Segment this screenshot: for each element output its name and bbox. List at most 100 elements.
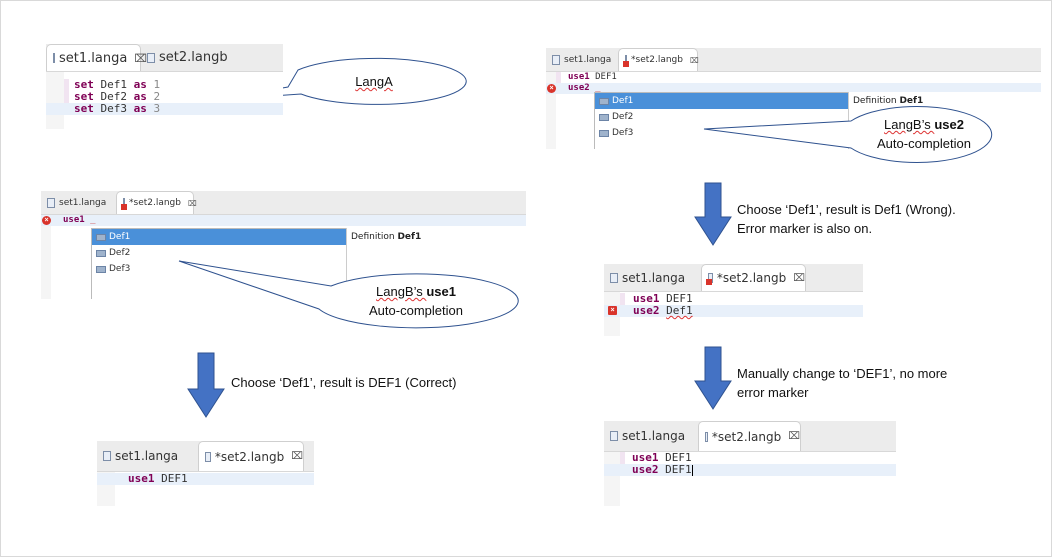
identifier: Def1: [100, 78, 128, 91]
definition-label: Definition: [853, 96, 900, 106]
identifier: Def1: [666, 304, 693, 317]
caption-use1-step: Choose ‘Def1’, result is DEF1 (Correct): [231, 375, 457, 390]
close-tab-icon[interactable]: ⌧: [291, 451, 303, 462]
tab-label: set1.langa: [622, 270, 686, 285]
identifier: DEF1: [665, 451, 692, 464]
keyword: as: [133, 78, 147, 91]
close-tab-icon[interactable]: ⌧: [788, 431, 800, 442]
tab-set2-langb[interactable]: *set2.langb ⌧: [198, 441, 304, 471]
code-line[interactable]: use2 _: [546, 83, 1041, 94]
down-arrow-use2-choose: [694, 182, 732, 246]
keyword: set: [74, 102, 94, 115]
identifier: DEF1: [595, 72, 617, 82]
file-icon: [610, 272, 618, 283]
callout-use1-bold: use1: [426, 284, 456, 299]
definition-icon: [599, 97, 609, 105]
callout-use1-line2: Auto-completion: [369, 303, 463, 318]
file-error-icon: [706, 273, 713, 285]
tab-label: set1.langa: [59, 197, 107, 208]
completion-item-label: Def3: [109, 264, 131, 274]
code-line[interactable]: use1 DEF1: [604, 452, 896, 464]
tab-label: set1.langa: [564, 54, 612, 65]
completion-item[interactable]: Def2: [595, 109, 849, 125]
file-icon: [147, 52, 155, 63]
file-icon: [205, 451, 211, 462]
caption-use2-step: Choose ‘Def1’, result is Def1 (Wrong). E…: [737, 200, 956, 238]
file-icon: [705, 431, 708, 442]
callout-use2-text: LangB’s use2 Auto-completion: [851, 115, 997, 153]
completion-item[interactable]: Def3: [595, 125, 849, 141]
keyword: use2: [633, 304, 660, 317]
tab-set1-langa[interactable]: set1.langa: [604, 421, 698, 451]
error-quickfix-icon[interactable]: ×: [608, 306, 617, 315]
editor-gutter: [41, 215, 51, 299]
tab-set1-langa[interactable]: set1.langa: [97, 441, 198, 471]
tab-label: *set2.langb: [214, 449, 285, 464]
caption-use2-fix-line2: error marker: [737, 385, 809, 400]
definition-icon: [96, 249, 106, 257]
code-line[interactable]: use2 DEF1: [604, 464, 896, 476]
tab-set1-langa[interactable]: set1.langa: [41, 191, 116, 214]
callout-use1-text: LangB’s use1 Auto-completion: [331, 282, 501, 320]
completion-item[interactable]: Def1: [92, 229, 347, 245]
completion-item[interactable]: Def3: [92, 261, 347, 277]
file-icon: [47, 197, 55, 208]
tab-set2-langb[interactable]: *set2.langb⌧: [698, 421, 801, 451]
completion-item-label: Def1: [612, 96, 634, 106]
keyword: as: [133, 90, 147, 103]
keyword: use1: [63, 215, 85, 225]
code-line[interactable]: use1 DEF1: [546, 72, 1041, 83]
callout-use2-prefix: LangB’s: [884, 117, 935, 132]
keyword: as: [133, 102, 147, 115]
completion-item[interactable]: Def2: [92, 245, 347, 261]
identifier: _: [90, 215, 96, 225]
number-literal: 3: [153, 102, 161, 115]
tab-label: set1.langa: [115, 449, 179, 463]
code-line[interactable]: set Def1 as 1: [46, 79, 283, 91]
code-line[interactable]: use2 Def1: [604, 305, 863, 317]
code-line[interactable]: use1 _: [41, 215, 526, 226]
close-tab-icon[interactable]: ⌧: [134, 51, 148, 65]
completion-item-label: Def3: [612, 128, 634, 138]
tab-set2-langb[interactable]: *set2.langb⌧: [116, 191, 197, 214]
tab-set1-langa[interactable]: set1.langa: [546, 48, 618, 71]
identifier: Def3: [100, 102, 128, 115]
keyword: set: [74, 78, 94, 91]
tab-label: set1.langa: [59, 50, 128, 66]
completion-item[interactable]: Def1: [595, 93, 849, 109]
close-tab-icon[interactable]: ⌧: [690, 55, 699, 65]
file-icon: [53, 53, 55, 63]
down-arrow-use1: [187, 352, 225, 418]
editor-gutter: [546, 72, 556, 149]
error-icon[interactable]: ×: [547, 84, 556, 93]
tab-label: *set2.langb: [631, 55, 683, 65]
code-line[interactable]: use1 DEF1: [97, 473, 314, 485]
code-line[interactable]: use1 DEF1: [604, 293, 863, 305]
definition-icon: [599, 113, 609, 121]
close-tab-icon[interactable]: ⌧: [188, 198, 197, 208]
file-error-icon: [623, 55, 629, 67]
definition-value: Def1: [899, 96, 924, 106]
code-line[interactable]: set Def2 as 2: [46, 91, 283, 103]
identifier: DEF1: [666, 292, 693, 305]
error-icon[interactable]: ×: [42, 216, 51, 225]
tab-set2-langb[interactable]: *set2.langb⌧: [701, 264, 806, 291]
tab-set1-langa[interactable]: set1.langa: [604, 264, 701, 291]
code-line[interactable]: set Def3 as 3: [46, 103, 283, 115]
close-tab-icon[interactable]: ⌧: [793, 272, 805, 284]
callout-langa-label: LangA: [355, 74, 393, 89]
tab-set2-langb[interactable]: set2.langb: [141, 44, 283, 71]
caption-use2-step-line2: Error marker is also on.: [737, 221, 873, 236]
text-cursor: [691, 464, 693, 476]
callout-use2-bold: use2: [934, 117, 964, 132]
tab-set1-langa[interactable]: set1.langa ⌧: [46, 44, 147, 71]
identifier: DEF1: [161, 472, 188, 485]
tab-set2-langb[interactable]: *set2.langb ⌧: [618, 48, 699, 71]
keyword: use1: [633, 292, 660, 305]
